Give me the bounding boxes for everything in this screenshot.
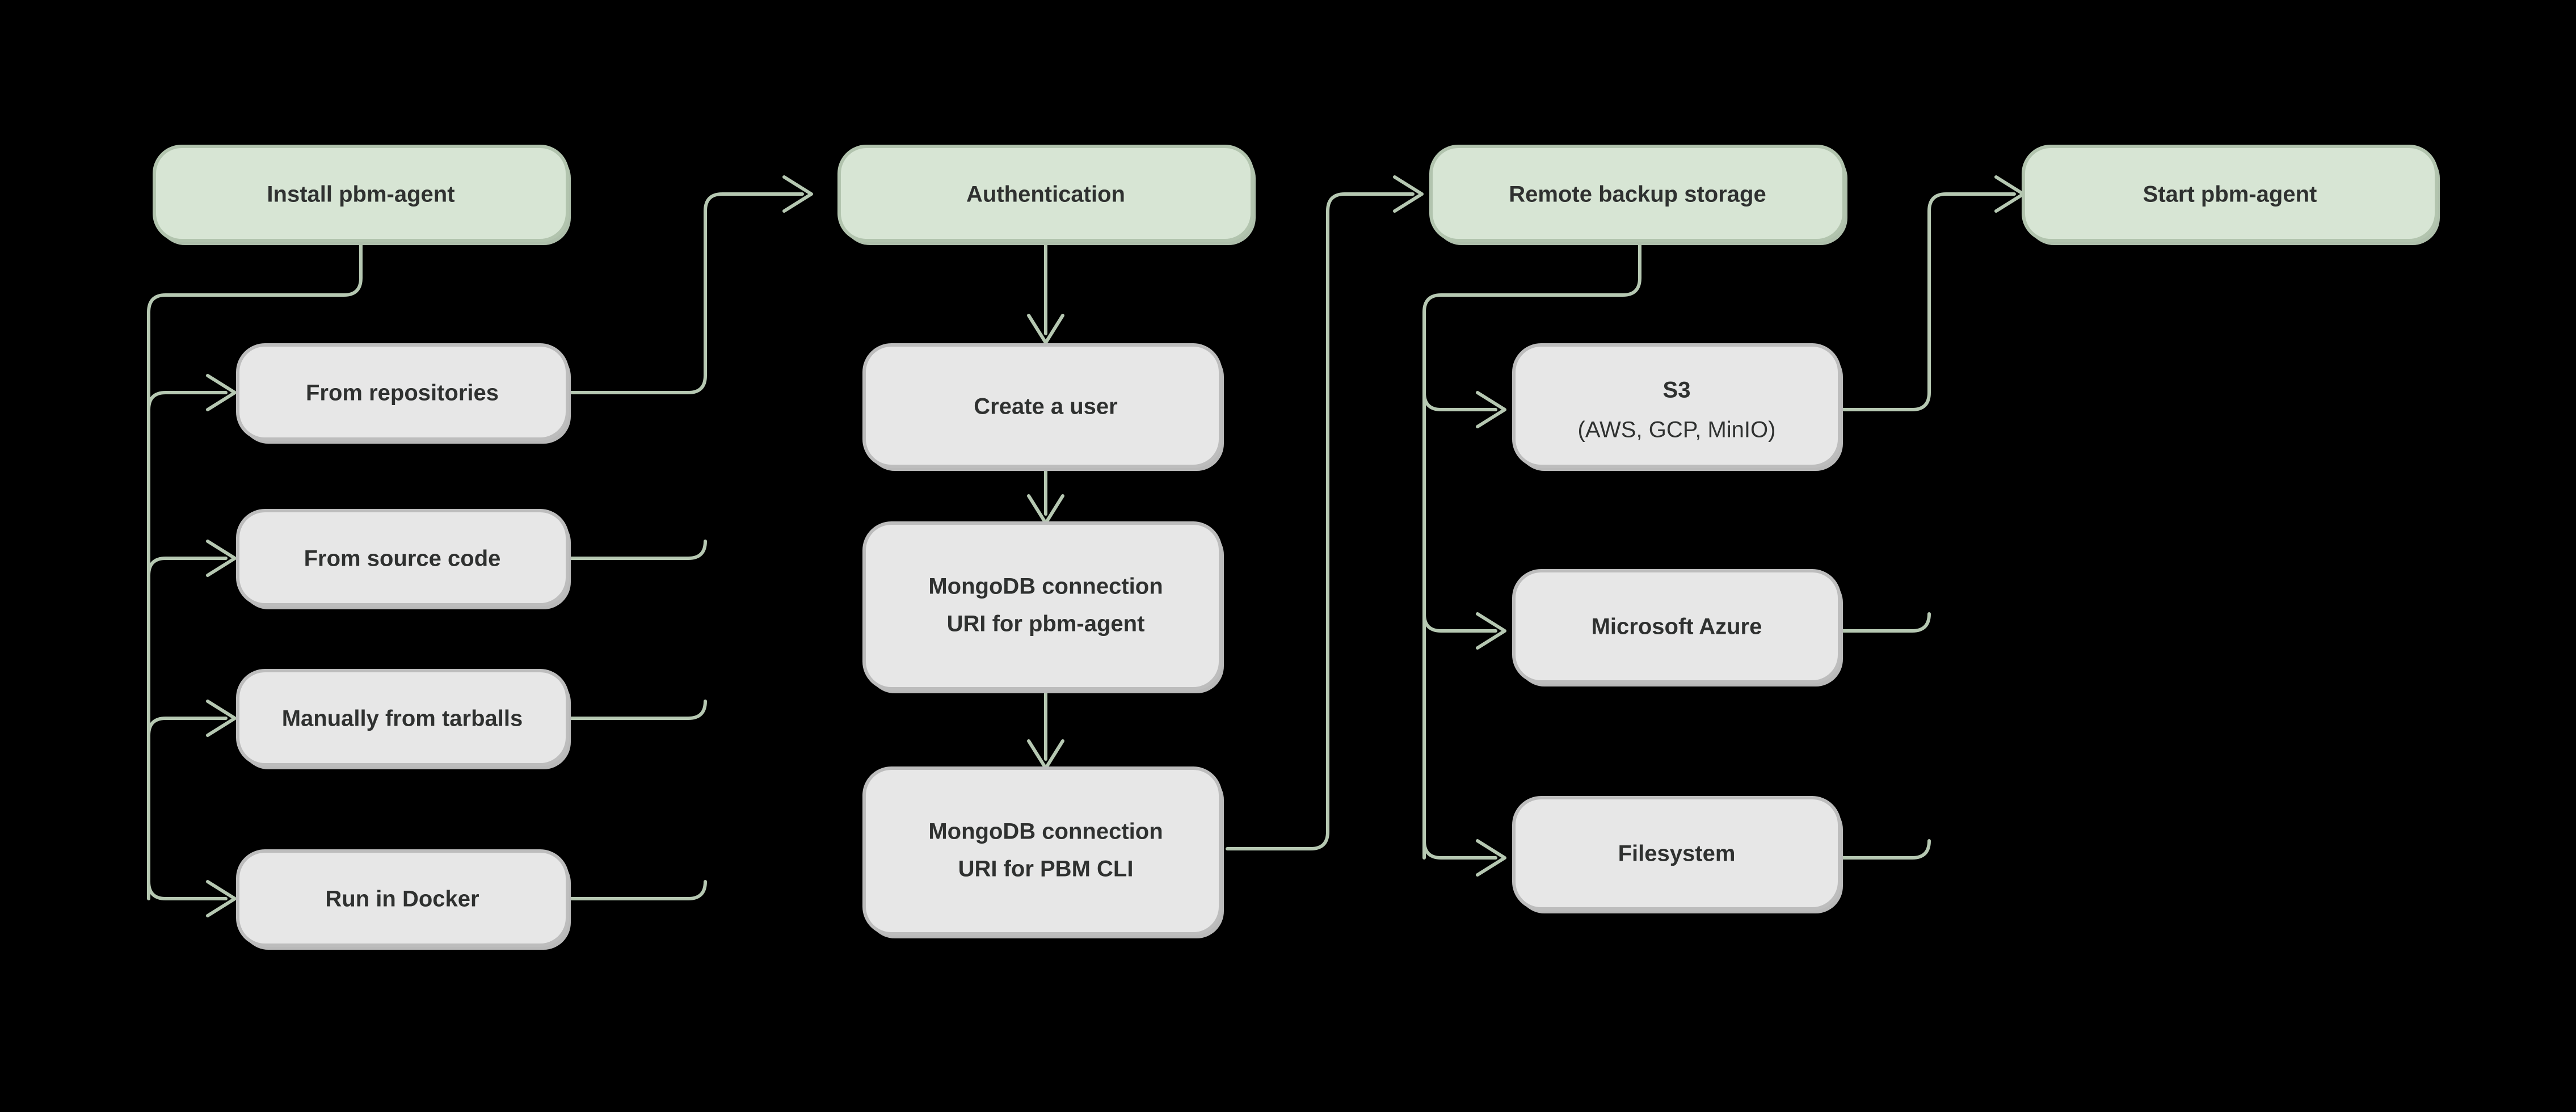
node-label: Start pbm-agent [2143,182,2317,207]
node-start-pbm-agent[interactable]: Start pbm-agent [2022,145,2440,245]
edge-layer [147,175,2025,917]
node-surface [1512,343,1841,468]
node-surface [862,343,1222,468]
edge-filesystem-to-bus [1838,839,1931,860]
node-from-source-code[interactable]: From source code [236,509,571,609]
node-create-a-user[interactable]: Create a user [862,343,1224,471]
node-label-line-1: MongoDB connection [928,819,1163,844]
node-surface [236,509,569,606]
edge-s3-to-bus [1838,192,2016,411]
node-label-line-2: URI for pbm-agent [947,612,1145,637]
node-label: From source code [304,546,501,571]
edge-arrow-remote-backup-storage [1393,175,1424,213]
node-remote-backup-storage[interactable]: Remote backup storage [1429,145,1847,245]
node-manually-from-tarballs[interactable]: Manually from tarballs [236,669,571,769]
node-install-pbm-agent[interactable]: Install pbm-agent [153,145,571,245]
node-uri-for-pbm-cli[interactable]: MongoDB connection URI for PBM CLI [862,766,1224,938]
edge-arrow-run-in-docker [206,880,237,917]
node-surface [837,145,1254,242]
node-surface [862,521,1222,690]
node-uri-for-pbm-agent[interactable]: MongoDB connection URI for pbm-agent [862,521,1224,693]
node-label-line-2: (AWS, GCP, MinIO) [1578,418,1776,443]
edge-run-in-docker-to-bus [566,880,707,900]
node-surface [1512,569,1841,684]
edge-remote-storage-to-bus [1422,239,1641,860]
node-surface [1429,145,1846,242]
edge-arrow-filesystem [1476,839,1506,877]
edge-arrow-from-repositories [206,374,237,411]
edge-microsoft-azure-to-bus [1838,612,1931,633]
edge-arrow-s3 [1476,391,1506,428]
node-surface [236,849,569,947]
node-label: Authentication [966,182,1125,207]
node-surface [236,669,569,766]
node-label-line-1: MongoDB connection [928,574,1163,599]
edge-arrow-authentication [782,175,813,213]
edge-bus-to-filesystem [1422,839,1497,860]
node-s3[interactable]: S3 (AWS, GCP, MinIO) [1512,343,1843,471]
node-microsoft-azure[interactable]: Microsoft Azure [1512,569,1843,686]
edge-bus-to-s3 [1422,391,1497,411]
edge-bus-to-run-in-docker [147,880,228,900]
edge-arrow-create-a-user [1027,314,1064,344]
edge-arrow-from-source-code [206,540,237,577]
node-label: Filesystem [1618,841,1736,866]
node-label-line-1: S3 [1663,378,1691,403]
node-surface [236,343,569,441]
edge-bus-to-microsoft-azure [1422,612,1497,633]
node-from-repositories[interactable]: From repositories [236,343,571,444]
node-filesystem[interactable]: Filesystem [1512,796,1843,913]
node-label: Install pbm-agent [267,182,454,207]
edge-bus-to-from-repositories [147,391,228,411]
edge-install-to-bus [147,239,363,900]
node-label: Remote backup storage [1509,182,1766,207]
edge-uri-cli-to-remote-backup-storage [1226,192,1415,850]
edge-from-source-code-to-bus [566,540,707,560]
edge-arrow-manually-from-tarballs [206,700,237,737]
edge-manually-from-tarballs-to-bus [566,700,707,720]
node-authentication[interactable]: Authentication [837,145,1256,245]
node-label: Create a user [974,394,1117,419]
node-surface [153,145,569,242]
node-surface [862,766,1222,936]
node-label: Manually from tarballs [282,706,523,731]
edge-bus-to-manually-from-tarballs [147,717,228,737]
node-label-line-2: URI for PBM CLI [958,857,1134,882]
node-run-in-docker[interactable]: Run in Docker [236,849,571,950]
node-label: Run in Docker [325,887,479,912]
node-label: From repositories [306,381,499,406]
node-surface [2022,145,2438,242]
edge-from-repositories-to-bus [566,192,804,394]
node-label: Microsoft Azure [1592,614,1762,639]
edge-arrow-microsoft-azure [1476,612,1506,650]
edge-bus-to-from-source-code [147,557,228,577]
node-surface [1512,796,1841,911]
